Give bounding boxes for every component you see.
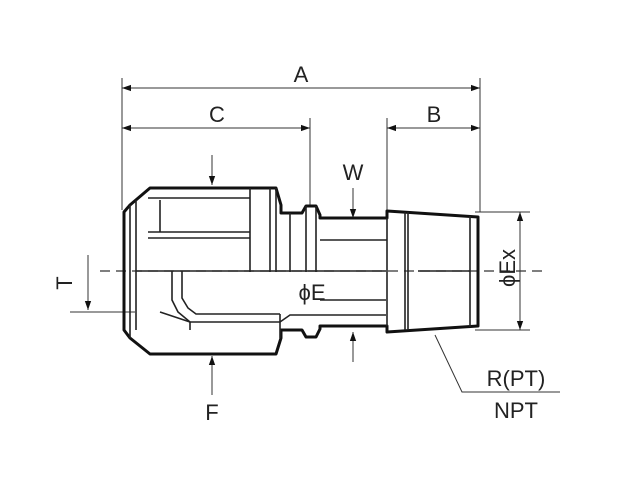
label-thread-npt: NPT [494, 398, 538, 423]
thread-leader [434, 334, 560, 393]
body-outline [122, 186, 480, 356]
fitting-body [122, 186, 480, 356]
label-t: T [52, 276, 77, 289]
label-f: F [205, 400, 218, 425]
label-ex: ϕEx [495, 249, 520, 287]
extension-lines [70, 78, 530, 331]
label-b: B [427, 102, 442, 127]
label-w: W [343, 160, 364, 185]
label-c: C [209, 102, 225, 127]
label-a: A [294, 62, 309, 87]
label-e: ϕE [299, 280, 326, 305]
label-thread-rpt: R(PT) [487, 366, 546, 391]
dimension-lines [84, 84, 560, 395]
